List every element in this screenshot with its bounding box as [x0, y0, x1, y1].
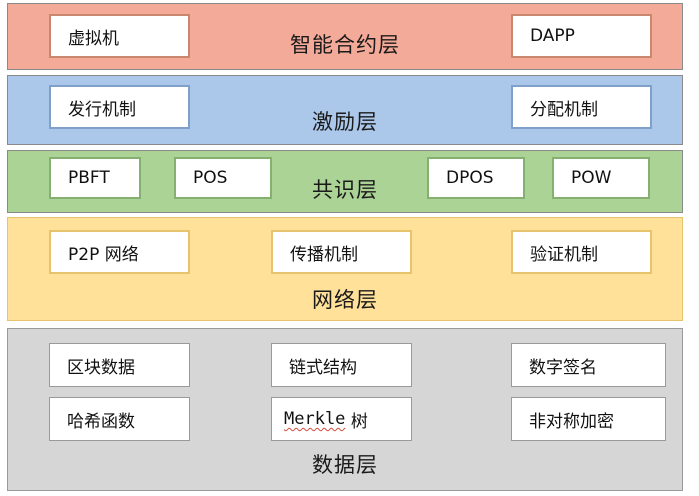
network-layer: 网络层 P2P 网络 传播机制 验证机制 — [7, 217, 683, 321]
virtual-machine-box: 虚拟机 — [49, 14, 190, 58]
incentive-layer-title: 激励层 — [312, 110, 378, 134]
merkle-tree-box: Merkle 树 — [271, 397, 412, 441]
data-layer-title: 数据层 — [312, 453, 378, 477]
contract-layer: 智能合约层 虚拟机 DAPP — [7, 3, 683, 70]
dapp-box: DAPP — [511, 14, 652, 58]
pbft-box: PBFT — [49, 157, 141, 199]
pow-box: POW — [552, 157, 650, 199]
merkle-word: Merkle — [284, 409, 346, 429]
dpos-box: DPOS — [427, 157, 525, 199]
network-layer-title: 网络层 — [312, 288, 378, 312]
consensus-layer-title: 共识层 — [312, 178, 378, 202]
contract-layer-title: 智能合约层 — [290, 33, 400, 57]
issuance-mechanism-box: 发行机制 — [49, 85, 190, 129]
asymmetric-encryption-box: 非对称加密 — [511, 397, 666, 441]
merkle-tree-suffix: 树 — [345, 411, 368, 432]
propagation-mechanism-box: 传播机制 — [271, 230, 412, 274]
distribution-mechanism-box: 分配机制 — [511, 85, 652, 129]
chain-structure-box: 链式结构 — [271, 343, 412, 387]
verification-mechanism-box: 验证机制 — [511, 230, 652, 274]
digital-signature-box: 数字签名 — [511, 343, 666, 387]
pos-box: POS — [174, 157, 272, 199]
incentive-layer: 激励层 发行机制 分配机制 — [7, 75, 683, 145]
p2p-network-box: P2P 网络 — [49, 230, 190, 274]
consensus-layer: 共识层 PBFT POS DPOS POW — [7, 150, 683, 213]
data-layer: 数据层 区块数据 链式结构 数字签名 哈希函数 Merkle 树 非对称加密 — [7, 328, 683, 491]
block-data-box: 区块数据 — [49, 343, 190, 387]
hash-function-box: 哈希函数 — [49, 397, 190, 441]
